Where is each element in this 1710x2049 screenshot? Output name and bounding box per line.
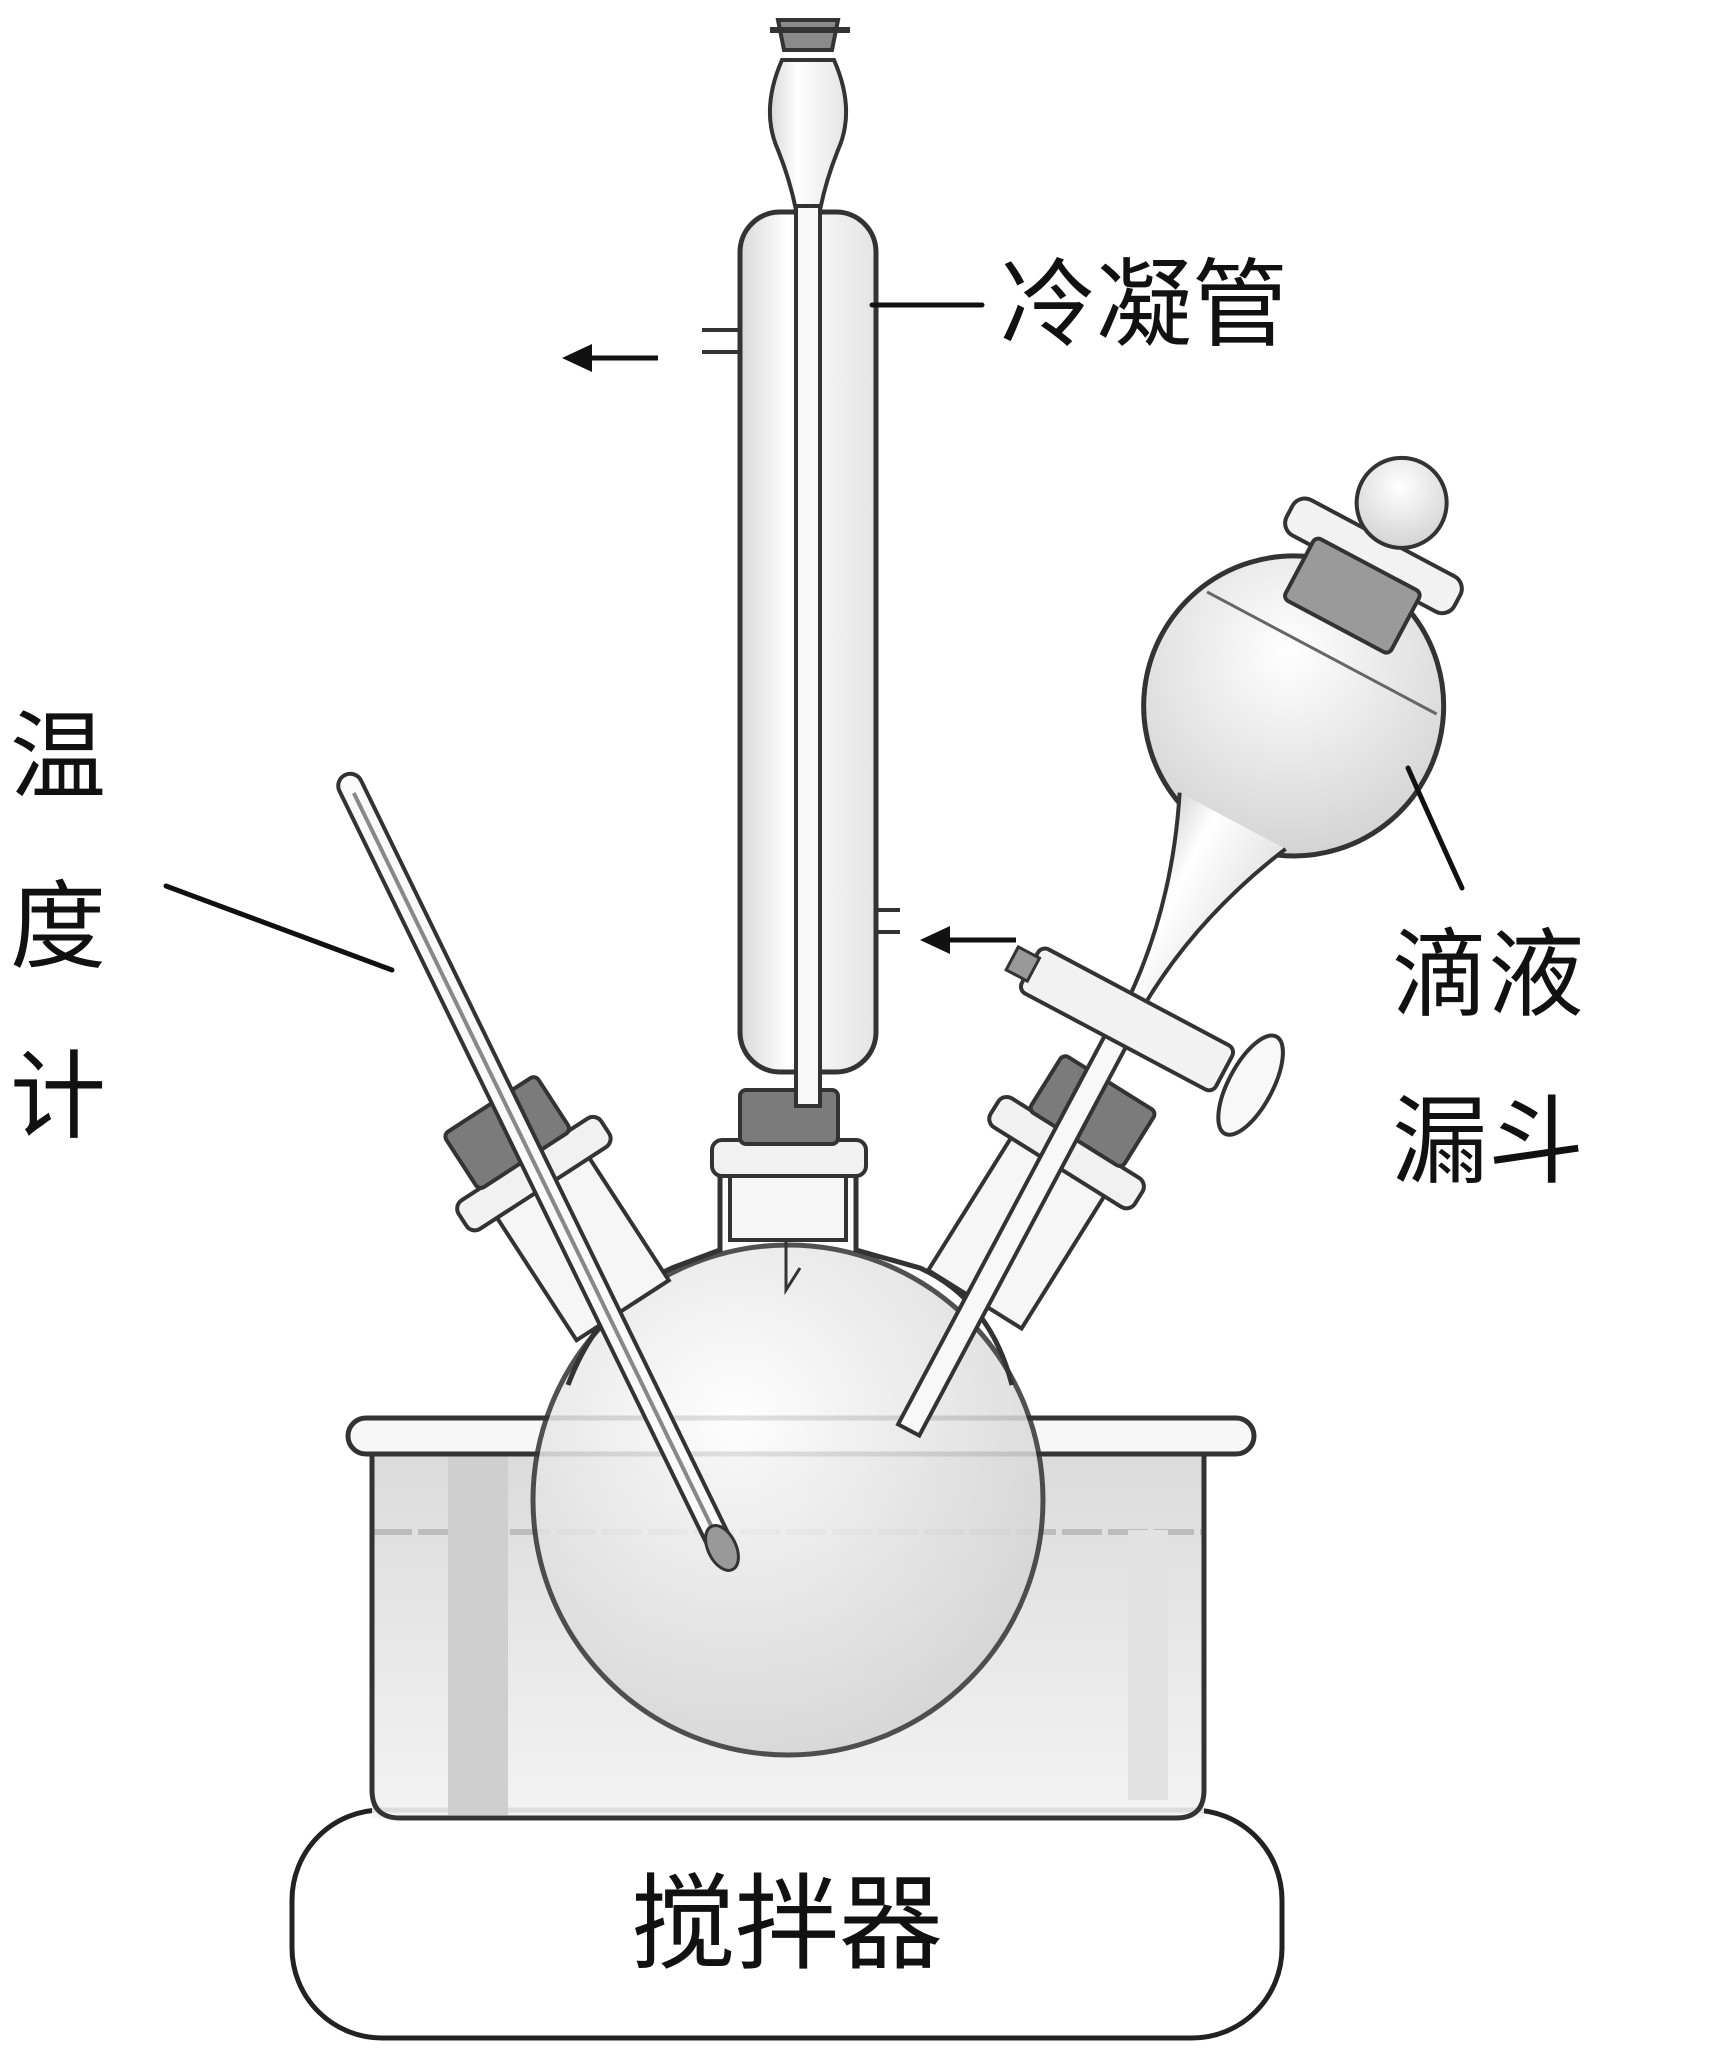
condenser-label: 冷凝管 bbox=[1000, 249, 1288, 361]
thermometer-label-3: 计 bbox=[10, 1041, 106, 1153]
funnel-label-1: 滴液 bbox=[1392, 919, 1584, 1031]
water-outlet-arrow bbox=[562, 344, 658, 372]
magnetic-stirrer: 搅拌器 bbox=[289, 1807, 1285, 2041]
funnel-leader bbox=[1405, 765, 1465, 891]
funnel-label-2: 漏斗 bbox=[1392, 1086, 1584, 1198]
stirrer-label: 搅拌器 bbox=[631, 1863, 943, 1985]
water-inlet-arrow bbox=[920, 926, 1016, 954]
arrow-left-icon bbox=[920, 926, 950, 954]
thermometer-label-2: 度 bbox=[10, 871, 106, 983]
thermometer bbox=[336, 771, 740, 1572]
arrow-left-icon bbox=[562, 344, 592, 372]
thermometer-leader bbox=[163, 883, 395, 973]
thermometer-label-1: 温 bbox=[10, 701, 106, 813]
condenser bbox=[702, 18, 900, 1108]
dropping-funnel bbox=[895, 455, 1464, 1439]
